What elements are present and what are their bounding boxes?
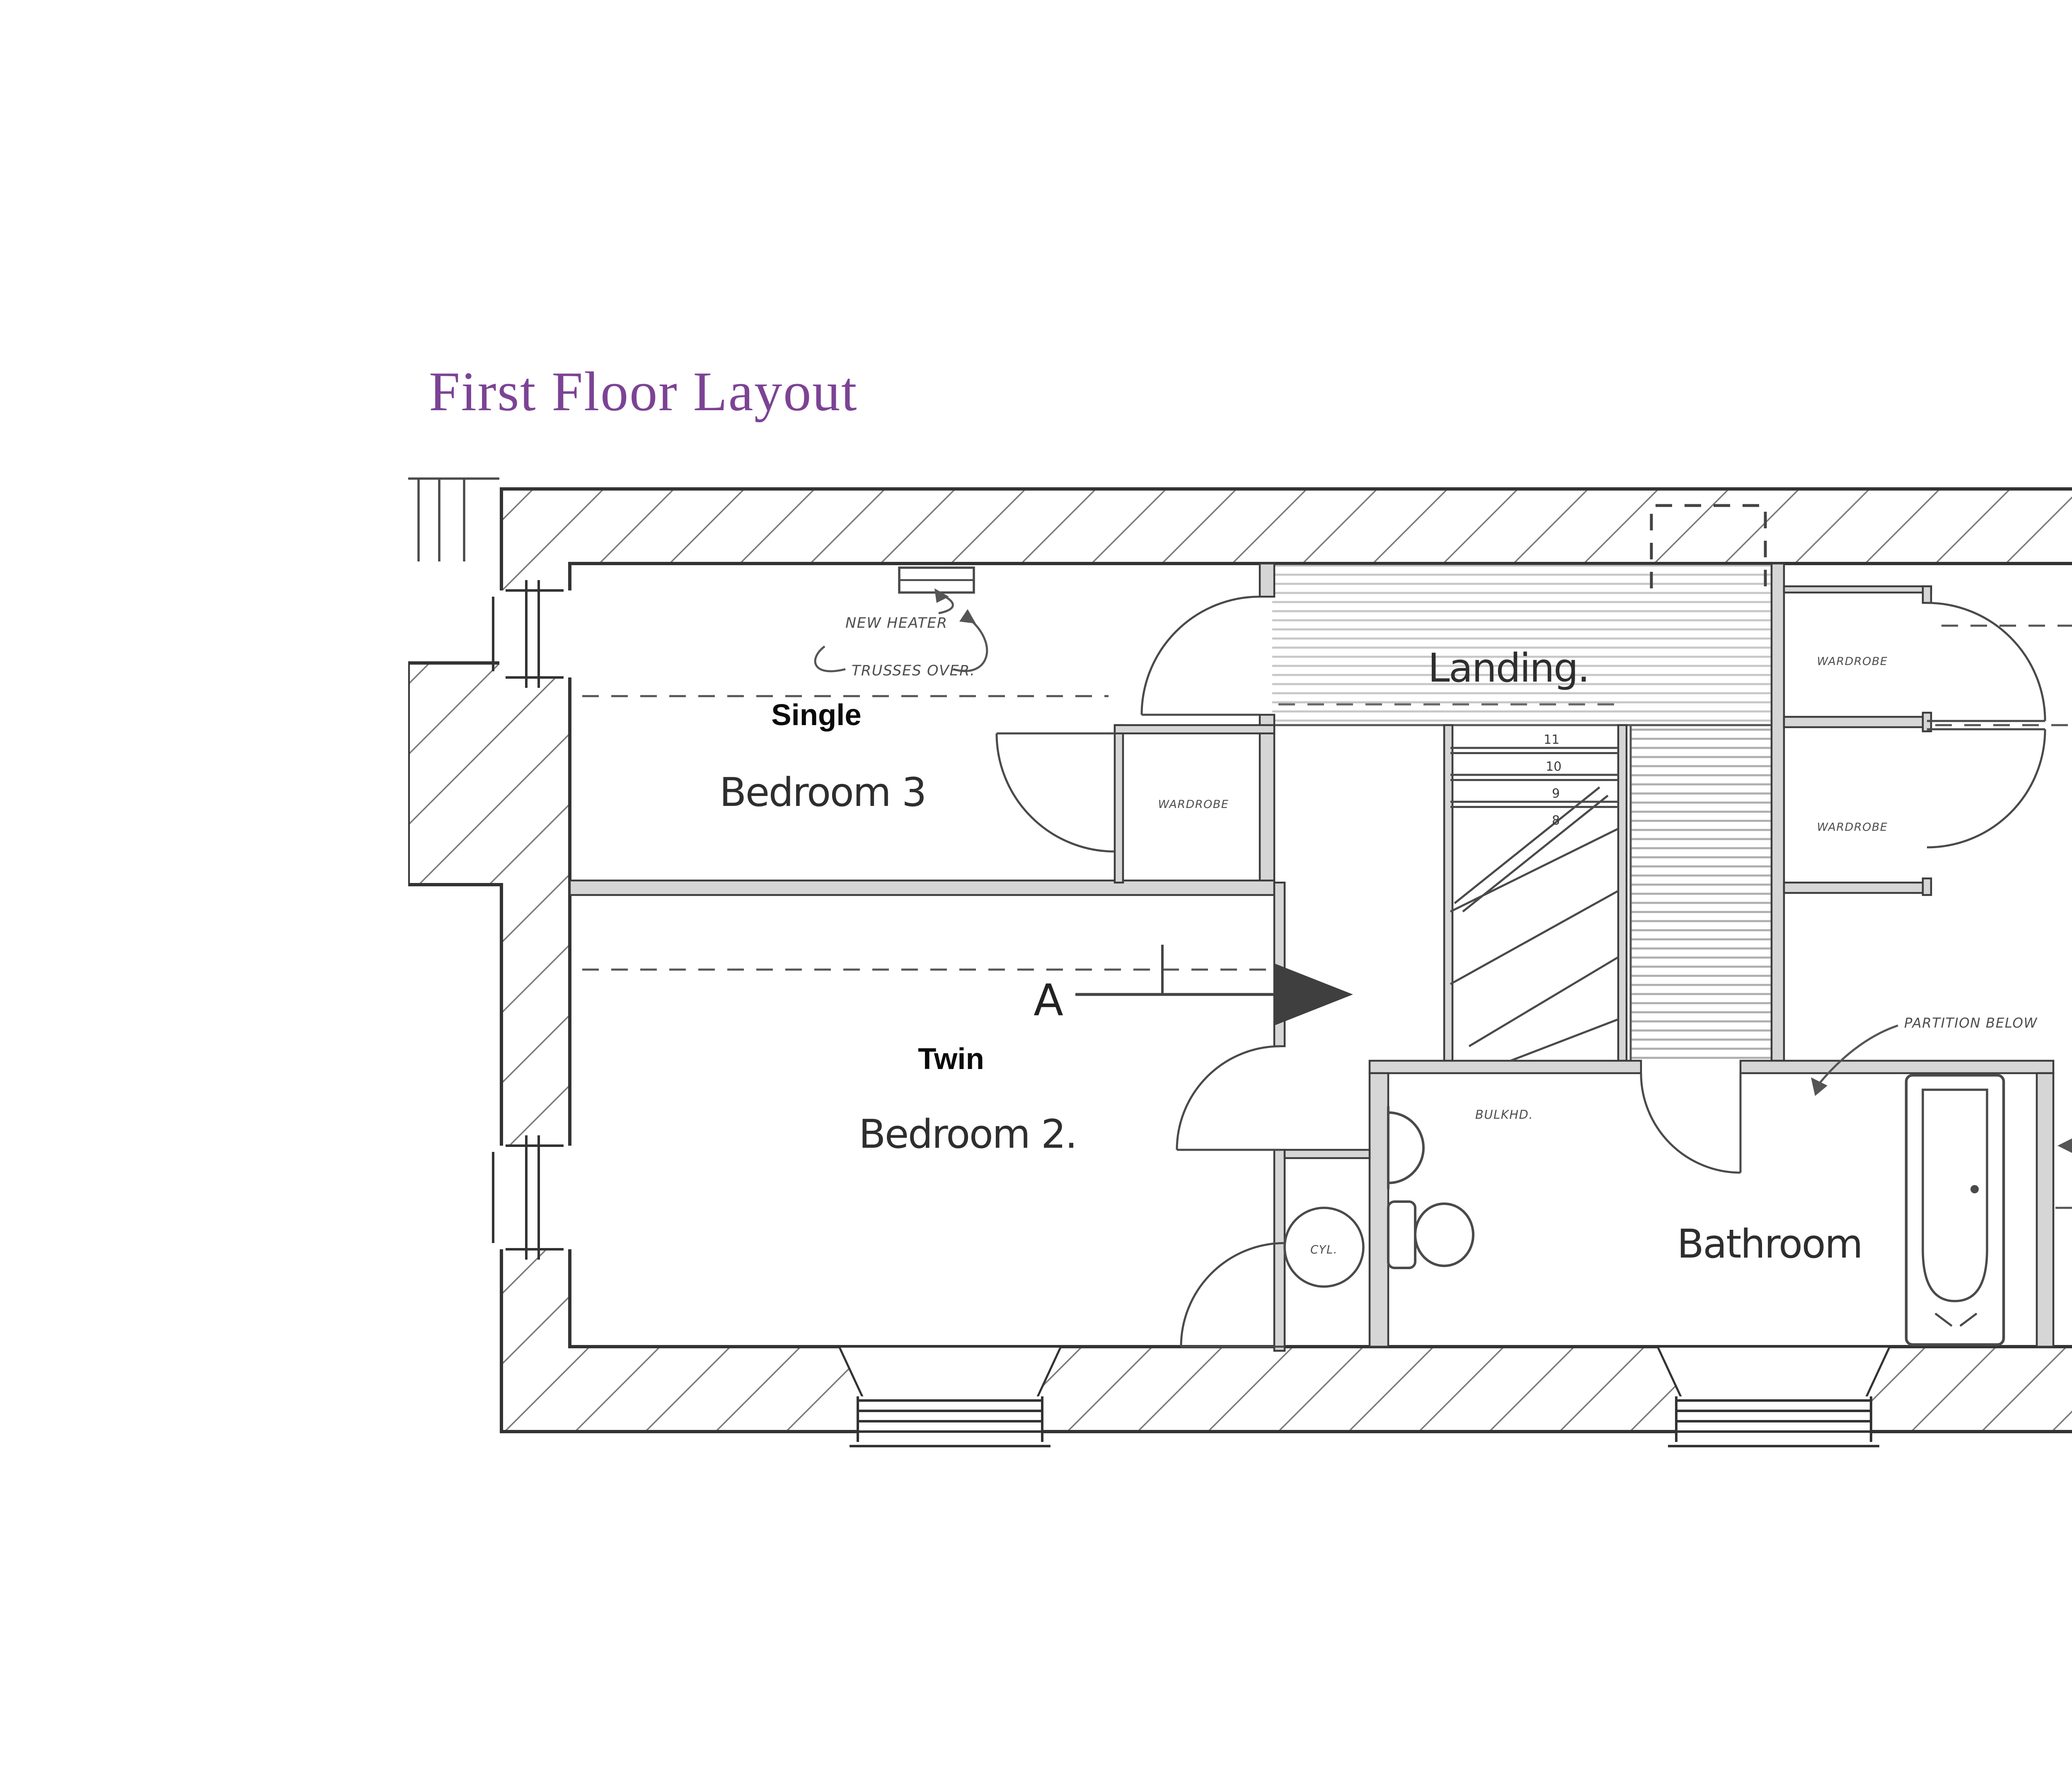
annotation-bulkhead: BULKHD. bbox=[1475, 1108, 1533, 1122]
annotation-wardrobe-upper: WARDROBE bbox=[1817, 655, 1888, 668]
staircase bbox=[1450, 747, 1619, 1062]
window-left-lower bbox=[492, 1135, 572, 1260]
wall-stair-right bbox=[1617, 724, 1628, 1062]
room-label-landing: Landing. bbox=[1428, 646, 1589, 691]
wall-closet-bedroom3-left bbox=[1113, 724, 1124, 884]
closet-jamb-top bbox=[1922, 585, 1932, 604]
wall-closets-bedroom1-bottom bbox=[1783, 881, 1928, 894]
door-closet-bedroom3 bbox=[995, 732, 1115, 853]
landing-floor-shading bbox=[1272, 564, 1772, 725]
section-marker-label: A bbox=[1034, 975, 1063, 1026]
window-bottom-left bbox=[838, 1345, 1063, 1447]
floor-plan-drawing: 11 10 9 8 bbox=[408, 477, 2072, 1447]
adjoining-wall-stubs bbox=[408, 477, 499, 561]
leader-trusses-arrowhead bbox=[959, 609, 976, 624]
leader-trusses-right-curve bbox=[953, 617, 988, 672]
wall-bathroom-left-partition bbox=[1368, 1072, 1389, 1348]
interior-walls bbox=[569, 562, 2055, 1352]
door-closet-bedroom1-upper bbox=[1927, 602, 2046, 722]
window-left-upper bbox=[492, 580, 572, 688]
door-bedroom2 bbox=[1176, 1045, 1281, 1151]
stair-number-10: 10 bbox=[1546, 760, 1561, 774]
wall-closet-bedroom3-top bbox=[1113, 724, 1276, 735]
stair-number-8: 8 bbox=[1552, 813, 1560, 828]
room-label-bedroom3: Bedroom 3 bbox=[719, 770, 926, 815]
washbasin bbox=[1387, 1106, 1425, 1189]
doors bbox=[995, 595, 2046, 1348]
wall-bedroom3-right-upper bbox=[1259, 562, 1276, 598]
wall-closets-bedroom1-divider bbox=[1783, 716, 1928, 728]
toilet bbox=[1387, 1200, 1474, 1269]
leader-former-wardrobe-arrowhead bbox=[2057, 1138, 2072, 1153]
wall-bathroom-top-left bbox=[1368, 1059, 1642, 1074]
annotation-leaders bbox=[814, 588, 2072, 1153]
leader-partition-below bbox=[1818, 1024, 1898, 1084]
leader-new-heater-arrowhead bbox=[934, 588, 949, 603]
wall-bedroom2-right-lower bbox=[1273, 1149, 1286, 1352]
door-bathroom bbox=[1640, 1073, 1742, 1174]
bathtub bbox=[1905, 1074, 2005, 1346]
closet-jamb-bottom bbox=[1922, 877, 1932, 896]
room-labels: Landing. Bedroom 3 Single Bedroom 2. Twi… bbox=[719, 646, 1863, 1267]
type-label-single: Single bbox=[771, 698, 862, 732]
window-bottom-middle bbox=[1656, 1345, 1891, 1447]
wall-bathroom-top-right bbox=[1739, 1059, 2055, 1074]
stair-numbers: 11 10 9 8 bbox=[1544, 733, 1561, 828]
type-label-twin: Twin bbox=[918, 1042, 984, 1076]
dashed-ceiling-lines bbox=[582, 624, 2072, 1209]
door-bedroom3 bbox=[1140, 595, 1260, 716]
wall-bathroom-bedroom1-partition bbox=[2036, 1072, 2055, 1348]
section-arrowhead bbox=[1274, 963, 1353, 1026]
wall-landing-right bbox=[1770, 562, 1785, 1062]
wall-closets-bedroom1-top bbox=[1783, 585, 1932, 594]
page-title: First Floor Layout bbox=[429, 360, 858, 423]
leader-trusses-left-squiggle bbox=[814, 646, 846, 672]
annotation-new-heater: NEW HEATER bbox=[845, 615, 948, 631]
door-closet-bedroom1-lower bbox=[1927, 728, 2046, 849]
door-cylinder-cupboard bbox=[1180, 1242, 1285, 1348]
leader-partition-arrowhead bbox=[1811, 1077, 1828, 1096]
stair-number-9: 9 bbox=[1552, 786, 1560, 801]
annotation-wardrobe-lower: WARDROBE bbox=[1817, 821, 1888, 834]
stair-number-11: 11 bbox=[1544, 733, 1559, 747]
wall-bedroom3-right-lower bbox=[1259, 714, 1276, 884]
annotations-text: NEW HEATER TRUSSES OVER. WARDROBE WARDRO… bbox=[845, 615, 2038, 1122]
room-label-bedroom2: Bedroom 2. bbox=[859, 1112, 1077, 1157]
exterior-walls bbox=[408, 487, 2072, 1433]
wall-bedroom3-bedroom2 bbox=[569, 879, 1276, 896]
section-arrow: A bbox=[1034, 945, 1353, 1026]
radiator bbox=[898, 566, 975, 594]
annotation-trusses-over: TRUSSES OVER. bbox=[852, 663, 975, 679]
wall-cylinder-cupboard-top bbox=[1283, 1149, 1371, 1159]
dormer-dashed-outline bbox=[1650, 504, 1767, 588]
annotation-partition-below: PARTITION BELOW bbox=[1904, 1015, 2038, 1031]
annotation-wardrobe-bedroom3: WARDROBE bbox=[1158, 798, 1229, 811]
cylinder-label: CYL. bbox=[1310, 1243, 1338, 1256]
stairwell-void-shading bbox=[1631, 725, 1772, 1061]
cylinder-cupboard: CYL. bbox=[1283, 1207, 1365, 1288]
room-label-bathroom: Bathroom bbox=[1677, 1222, 1862, 1267]
